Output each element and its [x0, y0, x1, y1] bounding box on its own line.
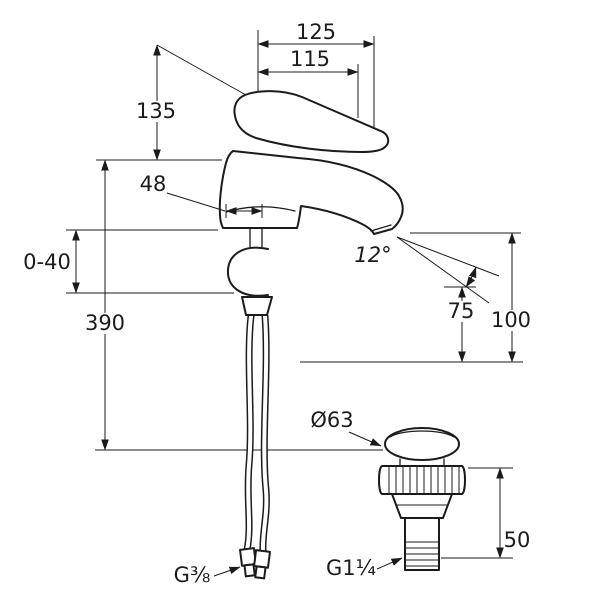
jet-angle-ray-upper — [396, 236, 500, 277]
faucet-lever — [233, 90, 390, 153]
label-mask-75 — [445, 301, 477, 322]
dimension-lines — [72, 40, 516, 577]
dim-label-hose-thread: G⅜ — [174, 563, 211, 587]
hose-fitting-right — [253, 549, 271, 580]
supply-hose-right — [259, 312, 270, 556]
mounting-nut — [241, 296, 273, 316]
drain-tailpipe — [404, 517, 440, 571]
mounting-hardware — [226, 227, 273, 316]
dim-label-drain-diameter: Ø63 — [310, 408, 353, 432]
leader-line-48 — [166, 192, 226, 212]
drain-cap — [384, 427, 460, 461]
dim-label-75: 75 — [448, 299, 475, 323]
mounting-clamp — [226, 246, 269, 297]
leader-line-drain-diameter — [348, 431, 382, 447]
hose-fitting-left — [239, 547, 257, 578]
jet-angle-ray-lower — [396, 236, 490, 304]
dim-label-100: 100 — [491, 308, 531, 332]
faucet-assembly — [218, 90, 466, 580]
leader-line-drain-thread — [376, 557, 403, 570]
aerator-line — [370, 224, 392, 232]
dim-label-drain-thread: G1¼ — [326, 556, 376, 580]
dim-label-125: 125 — [296, 20, 336, 44]
dim-label-390: 390 — [85, 311, 125, 335]
label-mask-390 — [84, 313, 127, 334]
drain-cap-dome-line — [389, 430, 455, 438]
dim-label-48: 48 — [140, 172, 167, 196]
dim-label-135: 135 — [136, 99, 176, 123]
angle-arc-12deg — [465, 266, 477, 288]
drain-thread-lines — [406, 541, 438, 567]
dim-label-50: 50 — [504, 528, 531, 552]
dim-label-12deg: 12° — [354, 243, 391, 267]
ext-line-135-diagonal — [156, 44, 247, 96]
drain-flange-knurl — [388, 467, 460, 493]
dim-label-0-40: 0-40 — [23, 250, 71, 274]
drain-flange — [378, 465, 466, 495]
leader-line-hose-thread — [213, 566, 241, 577]
supply-hose-left — [243, 312, 255, 554]
dimension-labels: 125 115 135 48 0-40 390 12° 75 100 Ø63 5… — [23, 20, 533, 587]
dim-label-115: 115 — [290, 47, 330, 71]
label-mask-100 — [489, 310, 533, 331]
drain-taper — [391, 493, 453, 519]
faucet-body — [218, 150, 404, 235]
label-mask-135 — [134, 101, 178, 122]
drain-assembly — [378, 427, 466, 571]
